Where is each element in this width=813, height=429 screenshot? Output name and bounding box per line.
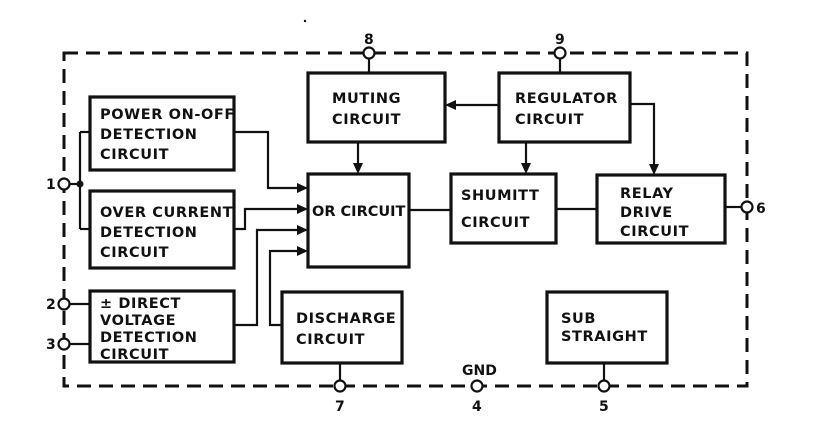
wire-overcurrent-to-or — [234, 207, 300, 231]
block-label-line: DISCHARGE — [296, 311, 396, 327]
pin-3: 3 — [46, 337, 71, 353]
pin-label: 1 — [46, 177, 56, 193]
pin-label: 2 — [46, 297, 56, 313]
pin-1: 1 — [46, 177, 71, 193]
block-label-line: CIRCUIT — [100, 147, 169, 163]
block-muting-circuit: MUTING CIRCUIT — [306, 71, 447, 144]
block-label-line: DETECTION — [100, 225, 198, 241]
pin-label: 4 — [472, 399, 482, 415]
block-label-line: DETECTION — [100, 127, 198, 143]
pin-label: 5 — [599, 399, 609, 415]
wire-discharge-to-or — [268, 249, 300, 327]
arrowhead-regulator-relay — [649, 164, 659, 175]
pin-6: 6 — [740, 200, 766, 217]
block-shumitt-circuit: SHUMITT CIRCUIT — [449, 172, 558, 245]
pin-label: 8 — [364, 32, 374, 48]
arrowhead-overcurrent-or — [297, 204, 308, 214]
block-power-on-off-detection: POWER ON-OFF DETECTION CIRCUIT — [88, 95, 236, 172]
block-label-line: ± DIRECT — [100, 296, 181, 312]
arrowhead-power-or — [297, 183, 308, 193]
package-border — [62, 51, 749, 388]
block-label-line: CIRCUIT — [296, 332, 365, 348]
block-relay-drive-circuit: RELAY DRIVE CIRCUIT — [595, 173, 727, 245]
block-regulator-circuit: REGULATOR CIRCUIT — [497, 71, 632, 144]
stray-mark — [303, 19, 307, 23]
block-label-line: RELAY — [620, 186, 674, 202]
junction-dot — [76, 180, 84, 188]
block-label-line: CIRCUIT — [100, 245, 169, 261]
wire-directvoltage-to-or — [234, 228, 300, 327]
block-sub-straight: SUB STRAIGHT — [545, 290, 669, 365]
block-label-line: SHUMITT — [461, 188, 540, 204]
block-label-line: DRIVE — [620, 205, 673, 221]
block-label-line: OVER CURRENT — [100, 205, 233, 221]
pin-7: 7 — [333, 379, 347, 415]
block-label-line: OR CIRCUIT — [312, 204, 406, 220]
pin-label: 9 — [555, 32, 565, 48]
block-label-line: STRAIGHT — [561, 329, 648, 345]
arrowhead-regulator-shumitt — [521, 163, 531, 174]
block-label-line: CIRCUIT — [100, 347, 169, 363]
pin-8: 8 — [362, 32, 376, 60]
arrowhead-muting-or — [353, 163, 363, 174]
arrowhead-directvoltage-or — [297, 225, 308, 235]
block-label-line: REGULATOR — [515, 91, 618, 107]
pin-4-gnd: GND 4 — [462, 363, 497, 415]
pin-name: GND — [462, 363, 497, 379]
pin-label: 7 — [335, 399, 345, 415]
block-direct-voltage-detection: ± DIRECT VOLTAGE DETECTION CIRCUIT — [88, 289, 236, 364]
pin-2: 2 — [46, 297, 71, 313]
pin-label: 3 — [46, 337, 56, 353]
block-label-line: MUTING — [332, 91, 401, 107]
block-label-line: DETECTION — [100, 330, 198, 346]
arrowheads — [297, 100, 659, 256]
block-label-line: CIRCUIT — [332, 112, 401, 128]
block-label-line: SUB — [561, 311, 596, 327]
block-label-line: CIRCUIT — [461, 215, 530, 231]
block-over-current-detection: OVER CURRENT DETECTION CIRCUIT — [88, 189, 236, 270]
arrowhead-regulator-muting — [445, 100, 456, 110]
pin-5: 5 — [597, 379, 611, 415]
pin-9: 9 — [553, 32, 567, 60]
block-discharge-circuit: DISCHARGE CIRCUIT — [280, 290, 404, 365]
block-or-circuit: OR CIRCUIT — [306, 172, 411, 269]
block-label-line: CIRCUIT — [515, 112, 584, 128]
wire-regulator-to-relay — [630, 102, 656, 166]
pin-label: 6 — [756, 201, 766, 217]
block-label-line: POWER ON-OFF — [100, 107, 235, 123]
block-label-line: VOLTAGE — [100, 313, 176, 329]
wire-power-to-or — [234, 130, 300, 190]
block-label-line: CIRCUIT — [620, 224, 689, 240]
wires — [64, 57, 741, 380]
arrowhead-discharge-or — [297, 246, 308, 256]
